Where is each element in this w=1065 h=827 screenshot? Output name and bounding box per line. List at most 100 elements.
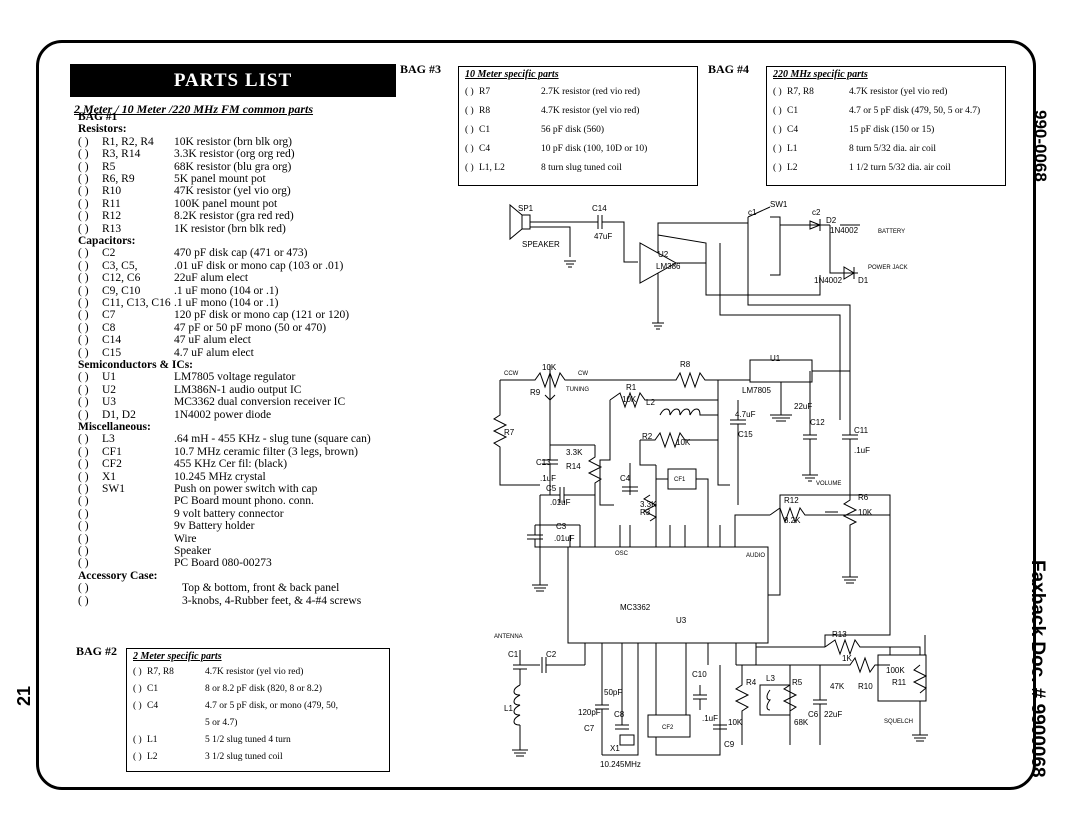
checkbox[interactable]: ( ): [78, 520, 89, 533]
d1-label: D1: [858, 276, 869, 285]
checkbox[interactable]: ( ): [78, 160, 89, 173]
checkbox[interactable]: ( ): [773, 87, 782, 97]
checkbox[interactable]: ( ): [773, 125, 782, 135]
checkbox[interactable]: ( ): [78, 148, 89, 161]
checkbox[interactable]: ( ): [78, 371, 89, 384]
checkbox[interactable]: ( ): [133, 667, 142, 677]
checkbox[interactable]: ( ): [78, 557, 89, 570]
x1-label: X1: [610, 744, 620, 753]
page-border: [36, 40, 1036, 790]
cf2-filter: [647, 714, 691, 738]
checkbox[interactable]: ( ): [78, 272, 89, 285]
checkbox[interactable]: ( ): [133, 735, 142, 745]
part-desc: MC3362 dual conversion receiver IC: [174, 396, 346, 409]
part-ref: C1: [147, 684, 159, 694]
part-ref: C14: [102, 334, 122, 347]
checkbox[interactable]: ( ): [78, 582, 89, 595]
checkbox[interactable]: ( ): [78, 309, 89, 322]
speaker-symbol: [509, 203, 576, 268]
checkbox[interactable]: ( ): [78, 433, 89, 446]
part-desc: 10.245 MHz crystal: [174, 470, 266, 483]
checkbox[interactable]: ( ): [78, 396, 89, 409]
part-desc: 10.7 MHz ceramic filter (3 legs, brown): [174, 445, 358, 458]
checkbox[interactable]: ( ): [465, 163, 474, 173]
part-row-capacitors: ( )C9, C10.1 uF mono (104 or .1): [78, 284, 278, 297]
checkbox[interactable]: ( ): [133, 684, 142, 694]
checkbox[interactable]: ( ): [78, 507, 89, 520]
checkbox[interactable]: ( ): [773, 144, 782, 154]
checkbox[interactable]: ( ): [78, 445, 89, 458]
part-desc: Speaker: [174, 545, 212, 557]
checkbox[interactable]: ( ): [78, 247, 89, 260]
checkbox[interactable]: ( ): [78, 483, 89, 495]
checkbox[interactable]: ( ): [78, 210, 89, 223]
l2-label: L2: [646, 398, 655, 407]
part-ref: C8: [102, 321, 116, 334]
checkbox[interactable]: ( ): [78, 383, 89, 396]
l3-coil-can: [759, 684, 791, 716]
top-rail: [657, 216, 830, 235]
checkbox[interactable]: ( ): [78, 135, 89, 148]
checkbox[interactable]: ( ): [133, 752, 142, 762]
checkbox[interactable]: ( ): [78, 458, 89, 471]
checkbox[interactable]: ( ): [133, 701, 142, 711]
part-ref: C1: [479, 125, 491, 135]
checkbox[interactable]: ( ): [465, 144, 474, 154]
part-row-accessory: ( )3-knobs, 4-Rubber feet, & 4-#4 screws: [78, 594, 361, 607]
part-desc: 5 1/2 slug tuned 4 turn: [205, 735, 291, 745]
checkbox[interactable]: ( ): [773, 163, 782, 173]
checkbox[interactable]: ( ): [465, 106, 474, 116]
checkbox[interactable]: ( ): [773, 106, 782, 116]
part-ref: R3, R14: [102, 148, 141, 161]
part-desc: 10K resistor (brn blk org): [174, 135, 292, 148]
checkbox[interactable]: ( ): [78, 346, 89, 359]
part-ref: L3: [102, 433, 115, 446]
r2-label: R2: [642, 432, 653, 441]
checkbox[interactable]: ( ): [78, 297, 89, 309]
c12-label: C12: [810, 418, 825, 427]
checkbox[interactable]: ( ): [78, 259, 89, 272]
r9-ccw-label: CCW: [504, 371, 519, 377]
checkbox[interactable]: ( ): [78, 495, 89, 508]
checkbox[interactable]: ( ): [78, 321, 89, 334]
part-desc: 1K resistor (brn blk red): [174, 222, 286, 235]
part-row-capacitors: ( )C3, C5,.01 uF disk or mono cap (103 o…: [78, 259, 343, 272]
checkbox[interactable]: ( ): [78, 284, 89, 297]
checkbox[interactable]: ( ): [465, 125, 474, 135]
checkbox[interactable]: ( ): [78, 185, 89, 198]
section-misc: Miscellaneous:: [78, 421, 151, 433]
part-ref: L1: [147, 735, 158, 745]
part-row-semis: ( ) U3 MC3362 dual conversion receiver IC: [78, 396, 345, 409]
checkbox[interactable]: ( ): [78, 222, 89, 235]
checkbox[interactable]: ( ): [78, 173, 89, 185]
checkbox[interactable]: ( ): [465, 87, 474, 97]
part-ref: C2: [102, 247, 116, 260]
part-desc: 8 turn slug tuned coil: [541, 163, 622, 173]
checkbox[interactable]: ( ): [78, 545, 89, 557]
checkbox[interactable]: ( ): [78, 197, 89, 210]
checkbox[interactable]: ( ): [78, 594, 89, 607]
c3-label: C3: [556, 522, 567, 531]
checkbox[interactable]: ( ): [78, 532, 89, 545]
part-ref: U3: [102, 396, 117, 409]
l1-coil: [513, 684, 521, 726]
r3-value: 3.3K: [640, 500, 657, 509]
checkbox[interactable]: ( ): [78, 408, 89, 421]
schematic-labels: SP1 SPEAKER C14 47uF U2 LM386 SW1 c1 c2 …: [494, 200, 913, 769]
part-desc: Push on power switch with cap: [174, 483, 318, 495]
checkbox[interactable]: ( ): [78, 334, 89, 347]
checkbox[interactable]: ( ): [78, 470, 89, 483]
